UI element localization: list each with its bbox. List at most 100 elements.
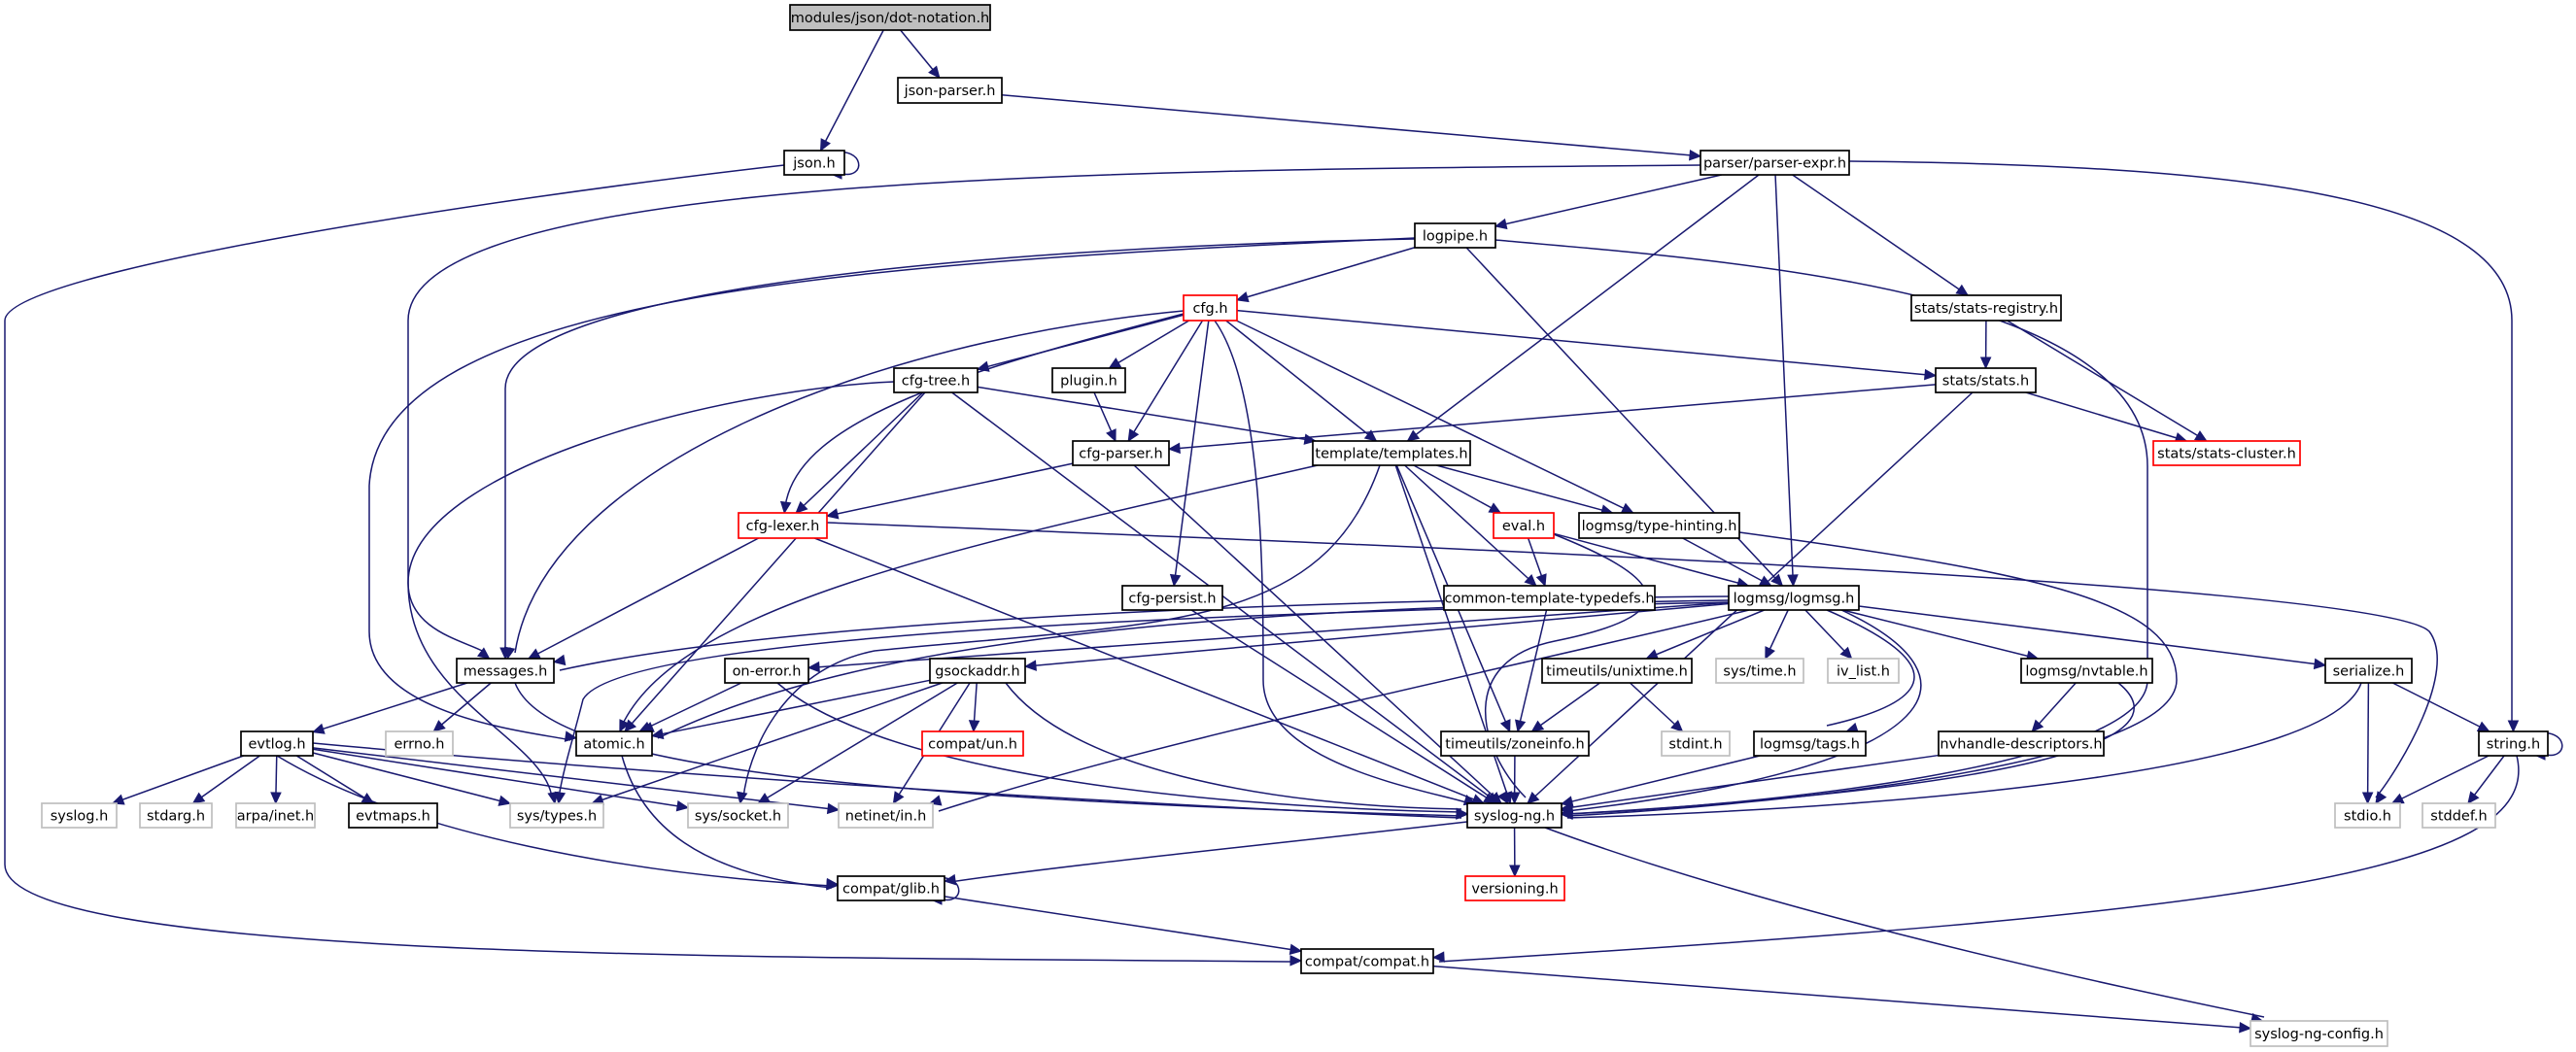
edge-line xyxy=(776,682,1462,813)
edge-line xyxy=(1001,93,1701,157)
node-stats[interactable]: stats/stats.h xyxy=(1935,367,2037,393)
edge-compat-glib-to-compat-compat xyxy=(944,896,1303,956)
node-label: cfg-tree.h xyxy=(902,374,970,390)
node-compat-compat[interactable]: compat/compat.h xyxy=(1300,948,1434,974)
node-label: json.h xyxy=(792,156,835,172)
arrowhead-icon xyxy=(270,792,282,805)
edge-logpipe-to-atomic xyxy=(368,237,1416,742)
arrowhead-icon xyxy=(650,728,665,740)
edge-line xyxy=(1236,247,1416,301)
arrowhead-icon xyxy=(476,647,491,660)
node-cfg-persist[interactable]: cfg-persist.h xyxy=(1121,585,1223,611)
node-label: syslog-ng.h xyxy=(1474,809,1555,825)
edge-serialize-to-syslog-ng xyxy=(1560,682,2362,820)
node-common-template-typedefs[interactable]: common-template-typedefs.h xyxy=(1443,585,1656,611)
node-type-hinting[interactable]: logmsg/type-hinting.h xyxy=(1578,512,1740,539)
node-plugin[interactable]: plugin.h xyxy=(1051,367,1126,393)
node-box xyxy=(1938,730,2105,757)
node-stats-cluster[interactable]: stats/stats-cluster.h xyxy=(2152,440,2301,466)
node-stddef: stddef.h xyxy=(2421,802,2496,829)
edge-line xyxy=(1005,682,1462,810)
node-logpipe[interactable]: logpipe.h xyxy=(1414,222,1496,249)
arrowhead-icon xyxy=(2507,720,2520,733)
node-serialize[interactable]: serialize.h xyxy=(2324,658,2413,684)
node-box xyxy=(1910,294,2062,322)
node-zoneinfo[interactable]: timeutils/zoneinfo.h xyxy=(1440,730,1590,757)
edge-nvhandle-to-syslog-ng xyxy=(1560,754,1940,813)
node-gsockaddr[interactable]: gsockaddr.h xyxy=(929,658,1026,684)
edge-logmsg-to-tags xyxy=(1826,609,1915,733)
node-label: logmsg/nvtable.h xyxy=(2025,664,2147,680)
node-compat-glib[interactable]: compat/glib.h xyxy=(837,875,945,901)
node-box xyxy=(240,730,314,757)
edge-line xyxy=(1168,384,1937,451)
edge-cfg-lexer-to-stdio xyxy=(826,522,2438,805)
edge-parser-expr-to-messages xyxy=(407,164,1701,660)
arrowhead-icon xyxy=(1489,791,1502,804)
node-syslog-ng-config: syslog-ng-config.h xyxy=(2250,1020,2388,1047)
arrowhead-icon xyxy=(2467,791,2480,804)
node-stats-registry[interactable]: stats/stats-registry.h xyxy=(1910,294,2062,322)
node-compat-un[interactable]: compat/un.h xyxy=(921,730,1024,757)
node-box xyxy=(1661,730,1731,757)
nodes-layer: modules/json/dot-notation.h json-parser.h… xyxy=(41,4,2549,1047)
arrowhead-icon xyxy=(1494,218,1508,230)
node-dot-notation[interactable]: modules/json/dot-notation.h xyxy=(789,4,991,31)
node-nvtable[interactable]: logmsg/nvtable.h xyxy=(2020,658,2153,684)
edge-cfg-to-type-hinting xyxy=(1235,320,1634,514)
node-evtmaps[interactable]: evtmaps.h xyxy=(348,802,438,829)
node-messages[interactable]: messages.h xyxy=(456,658,555,684)
node-label: on-error.h xyxy=(733,664,802,680)
node-stdint: stdint.h xyxy=(1661,730,1731,757)
edge-line xyxy=(2391,755,2490,804)
node-box xyxy=(1700,150,1850,176)
node-nvhandle[interactable]: nvhandle-descriptors.h xyxy=(1938,730,2105,757)
node-parser-expr[interactable]: parser/parser-expr.h xyxy=(1700,150,1850,176)
edge-compat-compat-to-syslog-ng-config xyxy=(1432,965,2252,1034)
edge-logmsg-to-iv-list xyxy=(1804,609,1853,660)
node-label: gsockaddr.h xyxy=(935,664,1019,680)
node-tags[interactable]: logmsg/tags.h xyxy=(1753,730,1867,757)
node-evtlog[interactable]: evtlog.h xyxy=(240,730,314,757)
node-box xyxy=(783,150,845,176)
node-string[interactable]: string.h xyxy=(2478,730,2549,757)
edge-unixtime-to-stdint xyxy=(1629,682,1684,732)
node-box xyxy=(456,658,555,684)
node-json-parser[interactable]: json-parser.h xyxy=(897,77,1003,104)
node-sys-socket: sys/socket.h xyxy=(687,802,789,829)
node-sys-types: sys/types.h xyxy=(509,802,604,829)
node-cfg-parser[interactable]: cfg-parser.h xyxy=(1072,440,1170,466)
arrowhead-icon xyxy=(1235,291,1250,303)
node-label: logmsg/tags.h xyxy=(1760,737,1860,753)
arrowhead-icon xyxy=(2313,658,2327,670)
node-box xyxy=(1753,730,1867,757)
node-cfg[interactable]: cfg.h xyxy=(1183,294,1238,322)
node-box xyxy=(687,802,789,829)
edge-evtlog-to-syslog-ng xyxy=(312,742,1469,820)
node-box xyxy=(41,802,118,829)
node-json[interactable]: json.h xyxy=(783,150,845,176)
edge-line xyxy=(1517,609,1548,732)
edge-logpipe-to-messages xyxy=(499,238,1416,661)
node-logmsg[interactable]: logmsg/logmsg.h xyxy=(1728,585,1860,611)
arrowhead-icon xyxy=(311,723,326,734)
edge-line xyxy=(368,237,1416,741)
arrowhead-icon xyxy=(1787,574,1799,588)
node-eval[interactable]: eval.h xyxy=(1493,512,1555,539)
node-box xyxy=(724,658,809,684)
edge-logmsg-to-serialize xyxy=(1858,605,2327,670)
node-versioning[interactable]: versioning.h xyxy=(1464,875,1565,901)
edge-line xyxy=(1682,537,1772,587)
node-templates[interactable]: template/templates.h xyxy=(1312,440,1471,466)
node-on-error[interactable]: on-error.h xyxy=(724,658,809,684)
edge-syslog-ng-to-versioning xyxy=(1509,827,1521,878)
edge-line xyxy=(1225,320,1377,442)
arrowhead-icon xyxy=(819,138,831,153)
node-unixtime[interactable]: timeutils/unixtime.h xyxy=(1541,658,1693,684)
node-atomic[interactable]: atomic.h xyxy=(575,730,653,757)
edge-cfg-tree-to-templates xyxy=(977,386,1318,445)
node-cfg-tree[interactable]: cfg-tree.h xyxy=(893,367,979,393)
node-syslog-ng[interactable]: syslog-ng.h xyxy=(1466,802,1563,829)
node-cfg-lexer[interactable]: cfg-lexer.h xyxy=(738,512,828,539)
arrowhead-icon xyxy=(1924,368,1938,381)
